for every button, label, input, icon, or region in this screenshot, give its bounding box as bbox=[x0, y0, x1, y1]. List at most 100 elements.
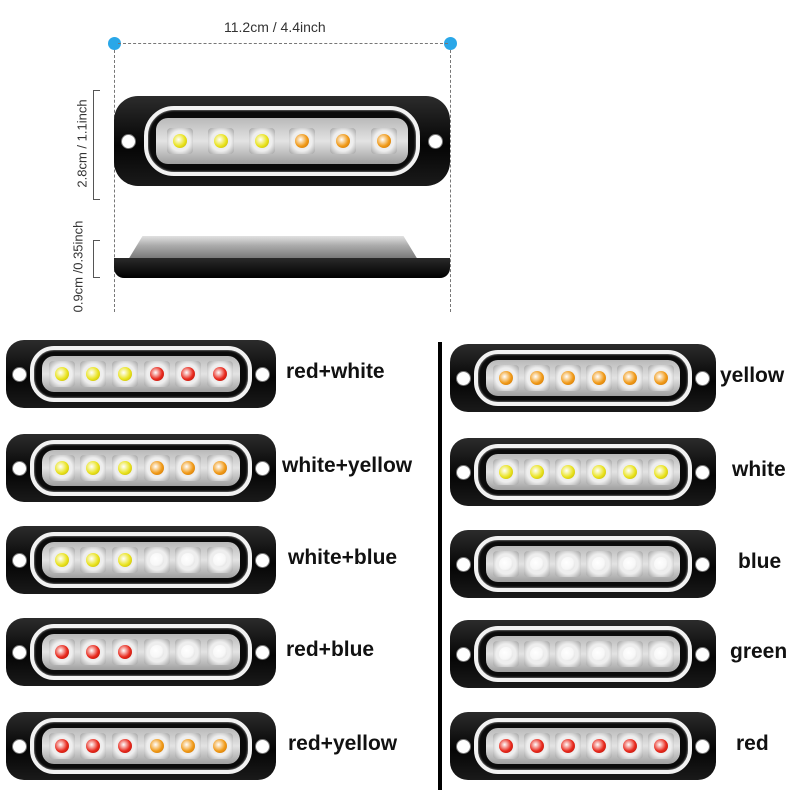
led-6 bbox=[207, 639, 234, 665]
mount-hole-right bbox=[255, 645, 270, 660]
mount-hole-right bbox=[255, 461, 270, 476]
mount-hole-left bbox=[456, 371, 471, 386]
led-4 bbox=[289, 128, 316, 154]
led-2 bbox=[523, 733, 550, 759]
led-lens bbox=[42, 634, 240, 670]
led-2 bbox=[523, 551, 550, 577]
led-housing bbox=[144, 106, 420, 176]
led-housing bbox=[30, 624, 252, 680]
light-bar-right-3 bbox=[450, 530, 716, 598]
led-3 bbox=[112, 455, 139, 481]
led-5 bbox=[616, 641, 643, 667]
led-2 bbox=[80, 733, 107, 759]
led-1 bbox=[48, 361, 75, 387]
mount-hole-right bbox=[695, 739, 710, 754]
mount-hole-right bbox=[428, 134, 443, 149]
led-6 bbox=[647, 733, 674, 759]
led-6 bbox=[647, 551, 674, 577]
led-lens bbox=[156, 118, 408, 164]
led-6 bbox=[207, 547, 234, 573]
mount-hole-right bbox=[695, 557, 710, 572]
led-5 bbox=[175, 455, 202, 481]
product-side-lens bbox=[128, 236, 418, 260]
product-side-base bbox=[114, 258, 450, 278]
led-3 bbox=[112, 361, 139, 387]
led-lens bbox=[486, 360, 680, 396]
led-6 bbox=[647, 365, 674, 391]
variant-label: red+blue bbox=[286, 638, 375, 661]
led-6 bbox=[207, 733, 234, 759]
length-endpoint-left bbox=[108, 37, 121, 50]
led-4 bbox=[585, 551, 612, 577]
led-6 bbox=[647, 641, 674, 667]
led-1 bbox=[492, 641, 519, 667]
length-endpoint-right bbox=[444, 37, 457, 50]
variant-label: white bbox=[732, 458, 786, 481]
light-bar-right-4 bbox=[450, 620, 716, 688]
variant-label: red+white bbox=[286, 360, 385, 383]
led-lens bbox=[42, 450, 240, 486]
light-bar-right-5 bbox=[450, 712, 716, 780]
led-5 bbox=[175, 733, 202, 759]
led-4 bbox=[585, 365, 612, 391]
light-bar-right-2 bbox=[450, 438, 716, 506]
led-2 bbox=[80, 547, 107, 573]
led-1 bbox=[48, 639, 75, 665]
led-housing bbox=[474, 536, 692, 592]
led-4 bbox=[143, 455, 170, 481]
column-divider bbox=[438, 342, 442, 790]
light-bar-left-2 bbox=[6, 434, 276, 502]
thickness-label: 0.9cm /0.35inch bbox=[70, 220, 86, 313]
led-5 bbox=[616, 459, 643, 485]
product-top-view bbox=[114, 96, 450, 186]
led-housing bbox=[30, 718, 252, 774]
length-label: 11.2cm / 4.4inch bbox=[224, 19, 326, 35]
mount-hole-left bbox=[456, 739, 471, 754]
mount-hole-right bbox=[695, 465, 710, 480]
light-bar-left-5 bbox=[6, 712, 276, 780]
mount-hole-left bbox=[456, 647, 471, 662]
variant-label: white+yellow bbox=[282, 454, 413, 477]
led-4 bbox=[585, 641, 612, 667]
led-3 bbox=[112, 639, 139, 665]
led-housing bbox=[474, 444, 692, 500]
led-3 bbox=[554, 641, 581, 667]
led-2 bbox=[80, 639, 107, 665]
led-4 bbox=[143, 361, 170, 387]
led-3 bbox=[248, 128, 275, 154]
mount-hole-left bbox=[12, 645, 27, 660]
mount-hole-right bbox=[695, 647, 710, 662]
led-4 bbox=[585, 733, 612, 759]
led-1 bbox=[492, 365, 519, 391]
light-bar-right-1 bbox=[450, 344, 716, 412]
led-4 bbox=[143, 547, 170, 573]
led-3 bbox=[112, 733, 139, 759]
led-3 bbox=[554, 365, 581, 391]
led-4 bbox=[143, 639, 170, 665]
led-2 bbox=[80, 455, 107, 481]
led-lens bbox=[486, 454, 680, 490]
variant-label: red+yellow bbox=[288, 732, 398, 755]
mount-hole-left bbox=[12, 553, 27, 568]
led-6 bbox=[370, 128, 397, 154]
led-5 bbox=[175, 547, 202, 573]
mount-hole-left bbox=[12, 461, 27, 476]
led-1 bbox=[492, 733, 519, 759]
length-line bbox=[118, 43, 448, 44]
led-housing bbox=[30, 440, 252, 496]
mount-hole-right bbox=[255, 553, 270, 568]
led-2 bbox=[207, 128, 234, 154]
led-housing bbox=[474, 350, 692, 406]
led-1 bbox=[48, 733, 75, 759]
led-5 bbox=[175, 361, 202, 387]
led-3 bbox=[112, 547, 139, 573]
led-housing bbox=[30, 532, 252, 588]
led-5 bbox=[175, 639, 202, 665]
led-6 bbox=[207, 361, 234, 387]
led-5 bbox=[616, 551, 643, 577]
led-3 bbox=[554, 459, 581, 485]
light-bar-left-4 bbox=[6, 618, 276, 686]
mount-hole-left bbox=[456, 465, 471, 480]
led-lens bbox=[42, 728, 240, 764]
light-bar-left-1 bbox=[6, 340, 276, 408]
